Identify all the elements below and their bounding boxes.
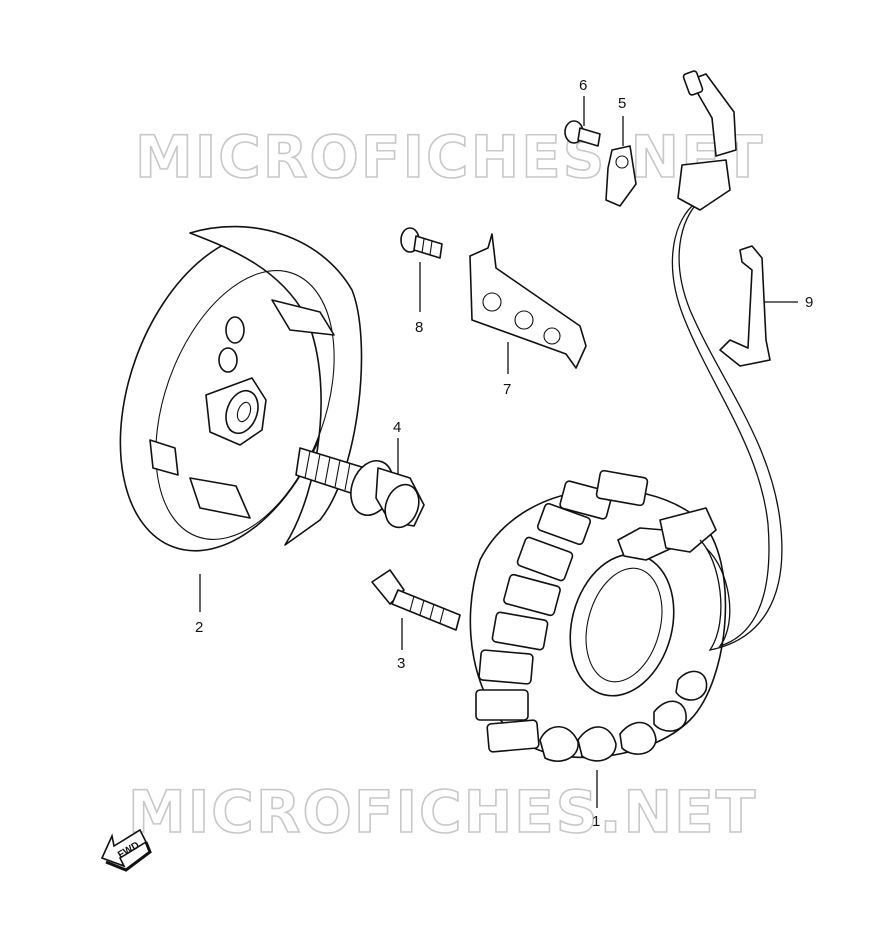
watermark-bottom: MICROFICHES.NET xyxy=(128,778,757,846)
flywheel-bolt[interactable] xyxy=(295,447,425,532)
flywheel-rotor[interactable] xyxy=(80,203,381,582)
bracket-bolt[interactable] xyxy=(400,227,443,259)
callout-8: 8 xyxy=(415,319,423,336)
leader-lines xyxy=(199,96,798,808)
clamp-bolt[interactable] xyxy=(564,120,601,147)
watermark-top: MICROFICHES.NET xyxy=(135,123,764,191)
stator-bolt[interactable] xyxy=(371,569,461,631)
stator[interactable] xyxy=(469,469,727,762)
wire-harness xyxy=(671,70,783,651)
callout-5: 5 xyxy=(618,95,626,112)
callout-2: 2 xyxy=(195,619,203,636)
callout-6: 6 xyxy=(579,77,587,94)
callout-1: 1 xyxy=(592,813,600,830)
callout-9: 9 xyxy=(805,294,813,311)
wire-bracket[interactable] xyxy=(469,233,587,369)
callout-3: 3 xyxy=(397,655,405,672)
fwd-arrow-icon: FWD xyxy=(100,828,152,872)
callout-7: 7 xyxy=(503,381,511,398)
callout-4: 4 xyxy=(393,419,401,436)
wire-clip[interactable] xyxy=(719,245,771,367)
wire-clamp[interactable] xyxy=(605,145,637,207)
